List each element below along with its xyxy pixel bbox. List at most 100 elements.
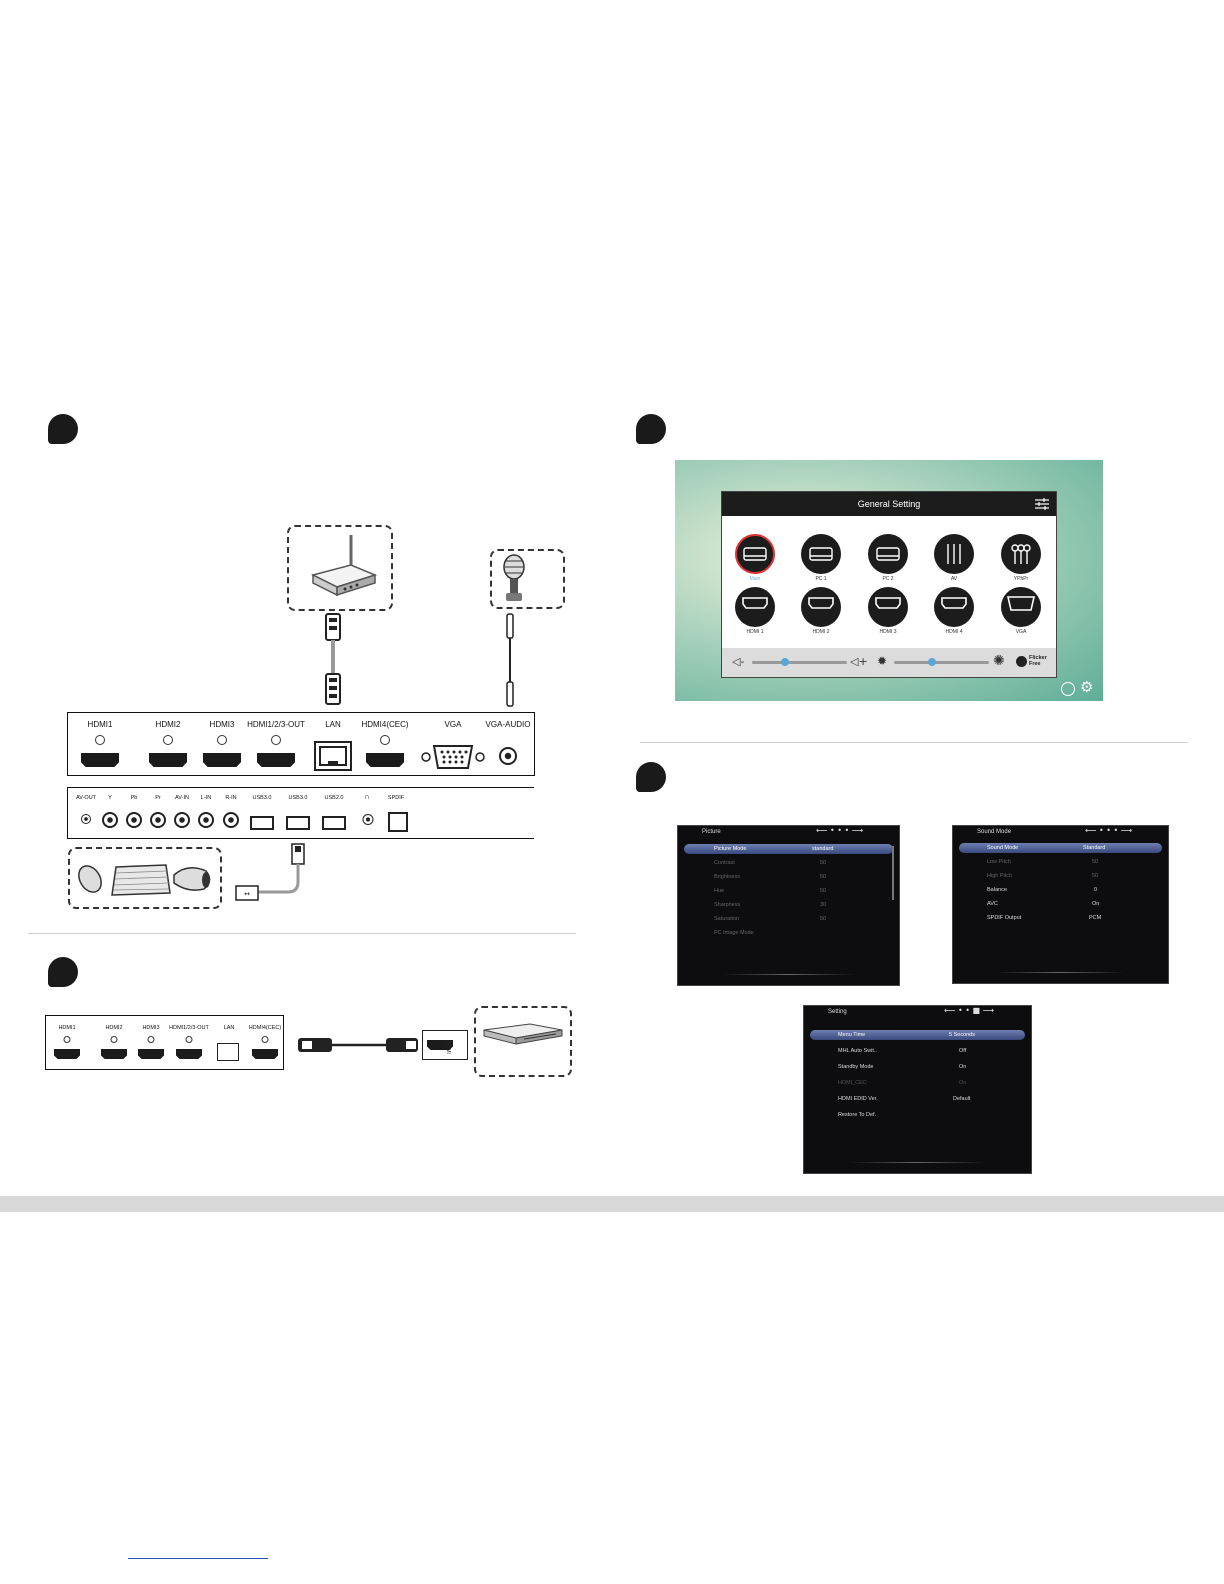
- menu-nav-arrows: ⟵ • • • ⟶: [1085, 826, 1133, 835]
- vga-audio-jack: [499, 747, 517, 765]
- led-indicator: [380, 735, 390, 745]
- row-label: AVC: [987, 901, 998, 907]
- source-pc1-icon[interactable]: [801, 534, 841, 574]
- row-label: Brightness: [714, 874, 740, 880]
- hdmi-connector-label: HDMI: [445, 1041, 451, 1054]
- port-label: LAN: [325, 720, 341, 729]
- footer-link-line: [128, 1558, 268, 1559]
- led-indicator: [185, 1036, 193, 1043]
- top-port-panel: HDMI1 HDMI2 HDMI3 HDMI1/2/3-OUT LAN HDMI…: [67, 712, 535, 776]
- menu-row[interactable]: HDMI EDID Ver.Default: [804, 1094, 1031, 1104]
- volume-slider[interactable]: [752, 658, 847, 666]
- usb-port: [322, 816, 346, 830]
- row-label: HDMI EDID Ver.: [838, 1096, 878, 1102]
- source-main-icon[interactable]: [735, 534, 775, 574]
- source-hdmi3-icon[interactable]: [868, 587, 908, 627]
- control-bar: ◁- ◁+ ✹ ✺ Flicker Free: [722, 648, 1056, 677]
- volume-down-icon[interactable]: ◁-: [732, 655, 745, 668]
- menu-highlight: [959, 843, 1162, 853]
- brightness-low-icon[interactable]: ✹: [877, 654, 888, 668]
- port-label: HDMI3: [209, 720, 235, 729]
- menu-row[interactable]: PC Image Mode: [678, 928, 899, 938]
- port-label: USB2.0: [324, 795, 344, 801]
- dvd-player-icon: [483, 1023, 563, 1045]
- row-label: Standby Mode: [838, 1064, 874, 1070]
- sliders-icon[interactable]: [1035, 497, 1049, 511]
- row-value: PCM: [1089, 915, 1102, 921]
- led-indicator: [147, 1036, 155, 1043]
- source-hdmi2-icon[interactable]: [801, 587, 841, 627]
- general-setting-window: General Setting Main PC 1 PC 2 AV YPbPr …: [721, 491, 1057, 678]
- menu-row[interactable]: MHL Auto Swit..Off: [804, 1046, 1031, 1056]
- row-label: Sharpness: [714, 902, 741, 908]
- menu-row[interactable]: Standby Mode On: [804, 1062, 1031, 1072]
- brightness-knob[interactable]: [928, 658, 936, 666]
- row-value: On: [1092, 901, 1100, 907]
- row-value: standard: [812, 846, 834, 852]
- source-pc2-icon[interactable]: [868, 534, 908, 574]
- port-label: HDMI1: [58, 1025, 76, 1031]
- led-indicator: [217, 735, 227, 745]
- source-label: Main: [749, 576, 761, 582]
- vga-port: [421, 745, 485, 769]
- volume-knob[interactable]: [781, 658, 790, 666]
- y-jack: [102, 812, 118, 828]
- menu-nav-arrows: ⟵ • • • ⟶: [816, 826, 864, 835]
- microphone-box: [490, 549, 565, 609]
- source-label: VGA: [1015, 629, 1027, 635]
- dvd-player-box: [474, 1006, 572, 1077]
- menu-title: Picture: [702, 829, 721, 835]
- port-label: Y: [108, 795, 112, 801]
- menu-row[interactable]: AVC On: [953, 899, 1168, 909]
- row-value: On: [959, 1064, 967, 1070]
- l-in-jack: [198, 812, 214, 828]
- row-label: Menu Time: [838, 1032, 866, 1038]
- source-icon-glyphs: [742, 544, 1036, 611]
- led-indicator: [95, 735, 105, 745]
- port-label: HDMI4(CEC): [248, 1025, 282, 1031]
- source-label: PC 2: [882, 576, 894, 582]
- menu-scrollbar[interactable]: [892, 846, 894, 900]
- lan-port: [217, 1043, 239, 1061]
- source-label: PC 1: [815, 576, 827, 582]
- settings-gear-icon[interactable]: ⚙: [1080, 678, 1094, 696]
- hdmi-port: [427, 1040, 453, 1050]
- brightness-high-icon[interactable]: ✺: [993, 653, 1005, 669]
- menu-title: Sound Mode: [977, 829, 1012, 835]
- row-value: 50: [820, 888, 827, 894]
- general-setting-screen: General Setting Main PC 1 PC 2 AV YPbPr …: [675, 460, 1103, 701]
- row-label: Sound Mode: [987, 845, 1019, 851]
- row-label: High Pitch: [987, 873, 1013, 879]
- source-hdmi4-icon[interactable]: [934, 587, 974, 627]
- apps-icon[interactable]: [1061, 682, 1075, 696]
- led-indicator: [271, 735, 281, 745]
- volume-up-icon[interactable]: ◁+: [850, 655, 868, 668]
- brightness-slider[interactable]: [894, 658, 989, 666]
- row-value: 50: [1092, 859, 1099, 865]
- menu-row[interactable]: Restore To Def.: [804, 1110, 1031, 1120]
- port-label: Pb: [130, 795, 138, 801]
- hdmi-port: [101, 1049, 127, 1059]
- row-value: 50: [820, 916, 827, 922]
- led-indicator: [63, 1036, 71, 1043]
- source-hdmi1-icon[interactable]: [735, 587, 775, 627]
- row-value: 50: [820, 860, 827, 866]
- source-vga-icon[interactable]: [1001, 587, 1041, 627]
- section-badge-4: [636, 762, 666, 792]
- av-out-jack: [81, 814, 91, 824]
- hdmi-port: [252, 1049, 278, 1059]
- port-label: HDMI1: [87, 720, 113, 729]
